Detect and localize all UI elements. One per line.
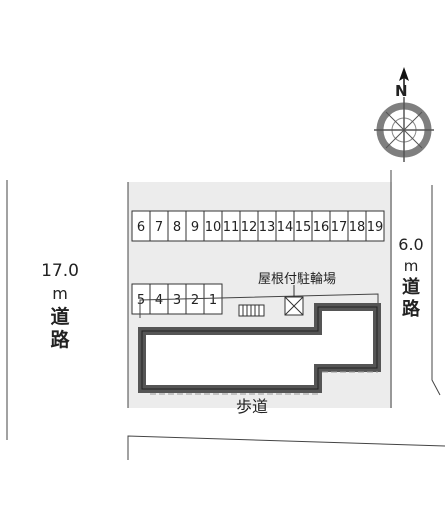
parking-stall-number: 7 xyxy=(155,220,163,235)
parking-stall-number: 6 xyxy=(137,220,145,235)
parking-stall xyxy=(365,210,385,242)
parking-stall-number: 10 xyxy=(205,220,222,235)
bike-parking-outline xyxy=(139,293,379,318)
building xyxy=(138,303,381,395)
left-road-name-2: 路 xyxy=(50,329,70,351)
left-road-width: 17.0 xyxy=(41,261,79,281)
right-road-label: 6.0 m 道 路 xyxy=(393,234,429,321)
parking-stall-number: 8 xyxy=(173,220,181,235)
right-road-edge xyxy=(431,185,441,396)
parking-stall-number: 2 xyxy=(191,293,199,308)
right-road-width: 6.0 xyxy=(398,235,424,254)
left-road-label: 17.0 m 道 路 xyxy=(40,260,80,352)
staircase-steps xyxy=(242,305,260,316)
sidewalk-label: 歩道 xyxy=(236,397,269,416)
right-road-unit: m xyxy=(403,257,419,275)
right-road-name-1: 道 xyxy=(402,277,420,298)
parking-stall-number: 9 xyxy=(191,220,199,235)
parking-stall-number: 12 xyxy=(241,220,258,235)
parking-stall-number: 4 xyxy=(155,293,163,308)
bike-parking-label: 屋根付駐輪場 xyxy=(258,272,337,287)
sidewalk-edge xyxy=(127,435,445,460)
parking-stall-number: 3 xyxy=(173,293,181,308)
compass-icon xyxy=(374,67,434,162)
left-road-unit: m xyxy=(52,284,68,303)
parking-stall-number: 15 xyxy=(295,220,312,235)
parking-stall-number: 11 xyxy=(223,220,240,235)
left-road-name-1: 道 xyxy=(50,306,70,328)
parking-stall-number: 13 xyxy=(259,220,276,235)
right-road-name-2: 路 xyxy=(402,299,420,320)
parking-stall-number: 16 xyxy=(313,220,330,235)
parking-stall-number: 14 xyxy=(277,220,294,235)
north-label: N xyxy=(395,82,408,100)
parking-stall-number: 1 xyxy=(209,293,217,308)
parking-stall-number: 19 xyxy=(367,220,384,235)
parking-stall-number: 18 xyxy=(349,220,366,235)
parking-stall xyxy=(203,283,223,315)
parking-stall-number: 5 xyxy=(137,293,145,308)
parking-stall-number: 17 xyxy=(331,220,348,235)
